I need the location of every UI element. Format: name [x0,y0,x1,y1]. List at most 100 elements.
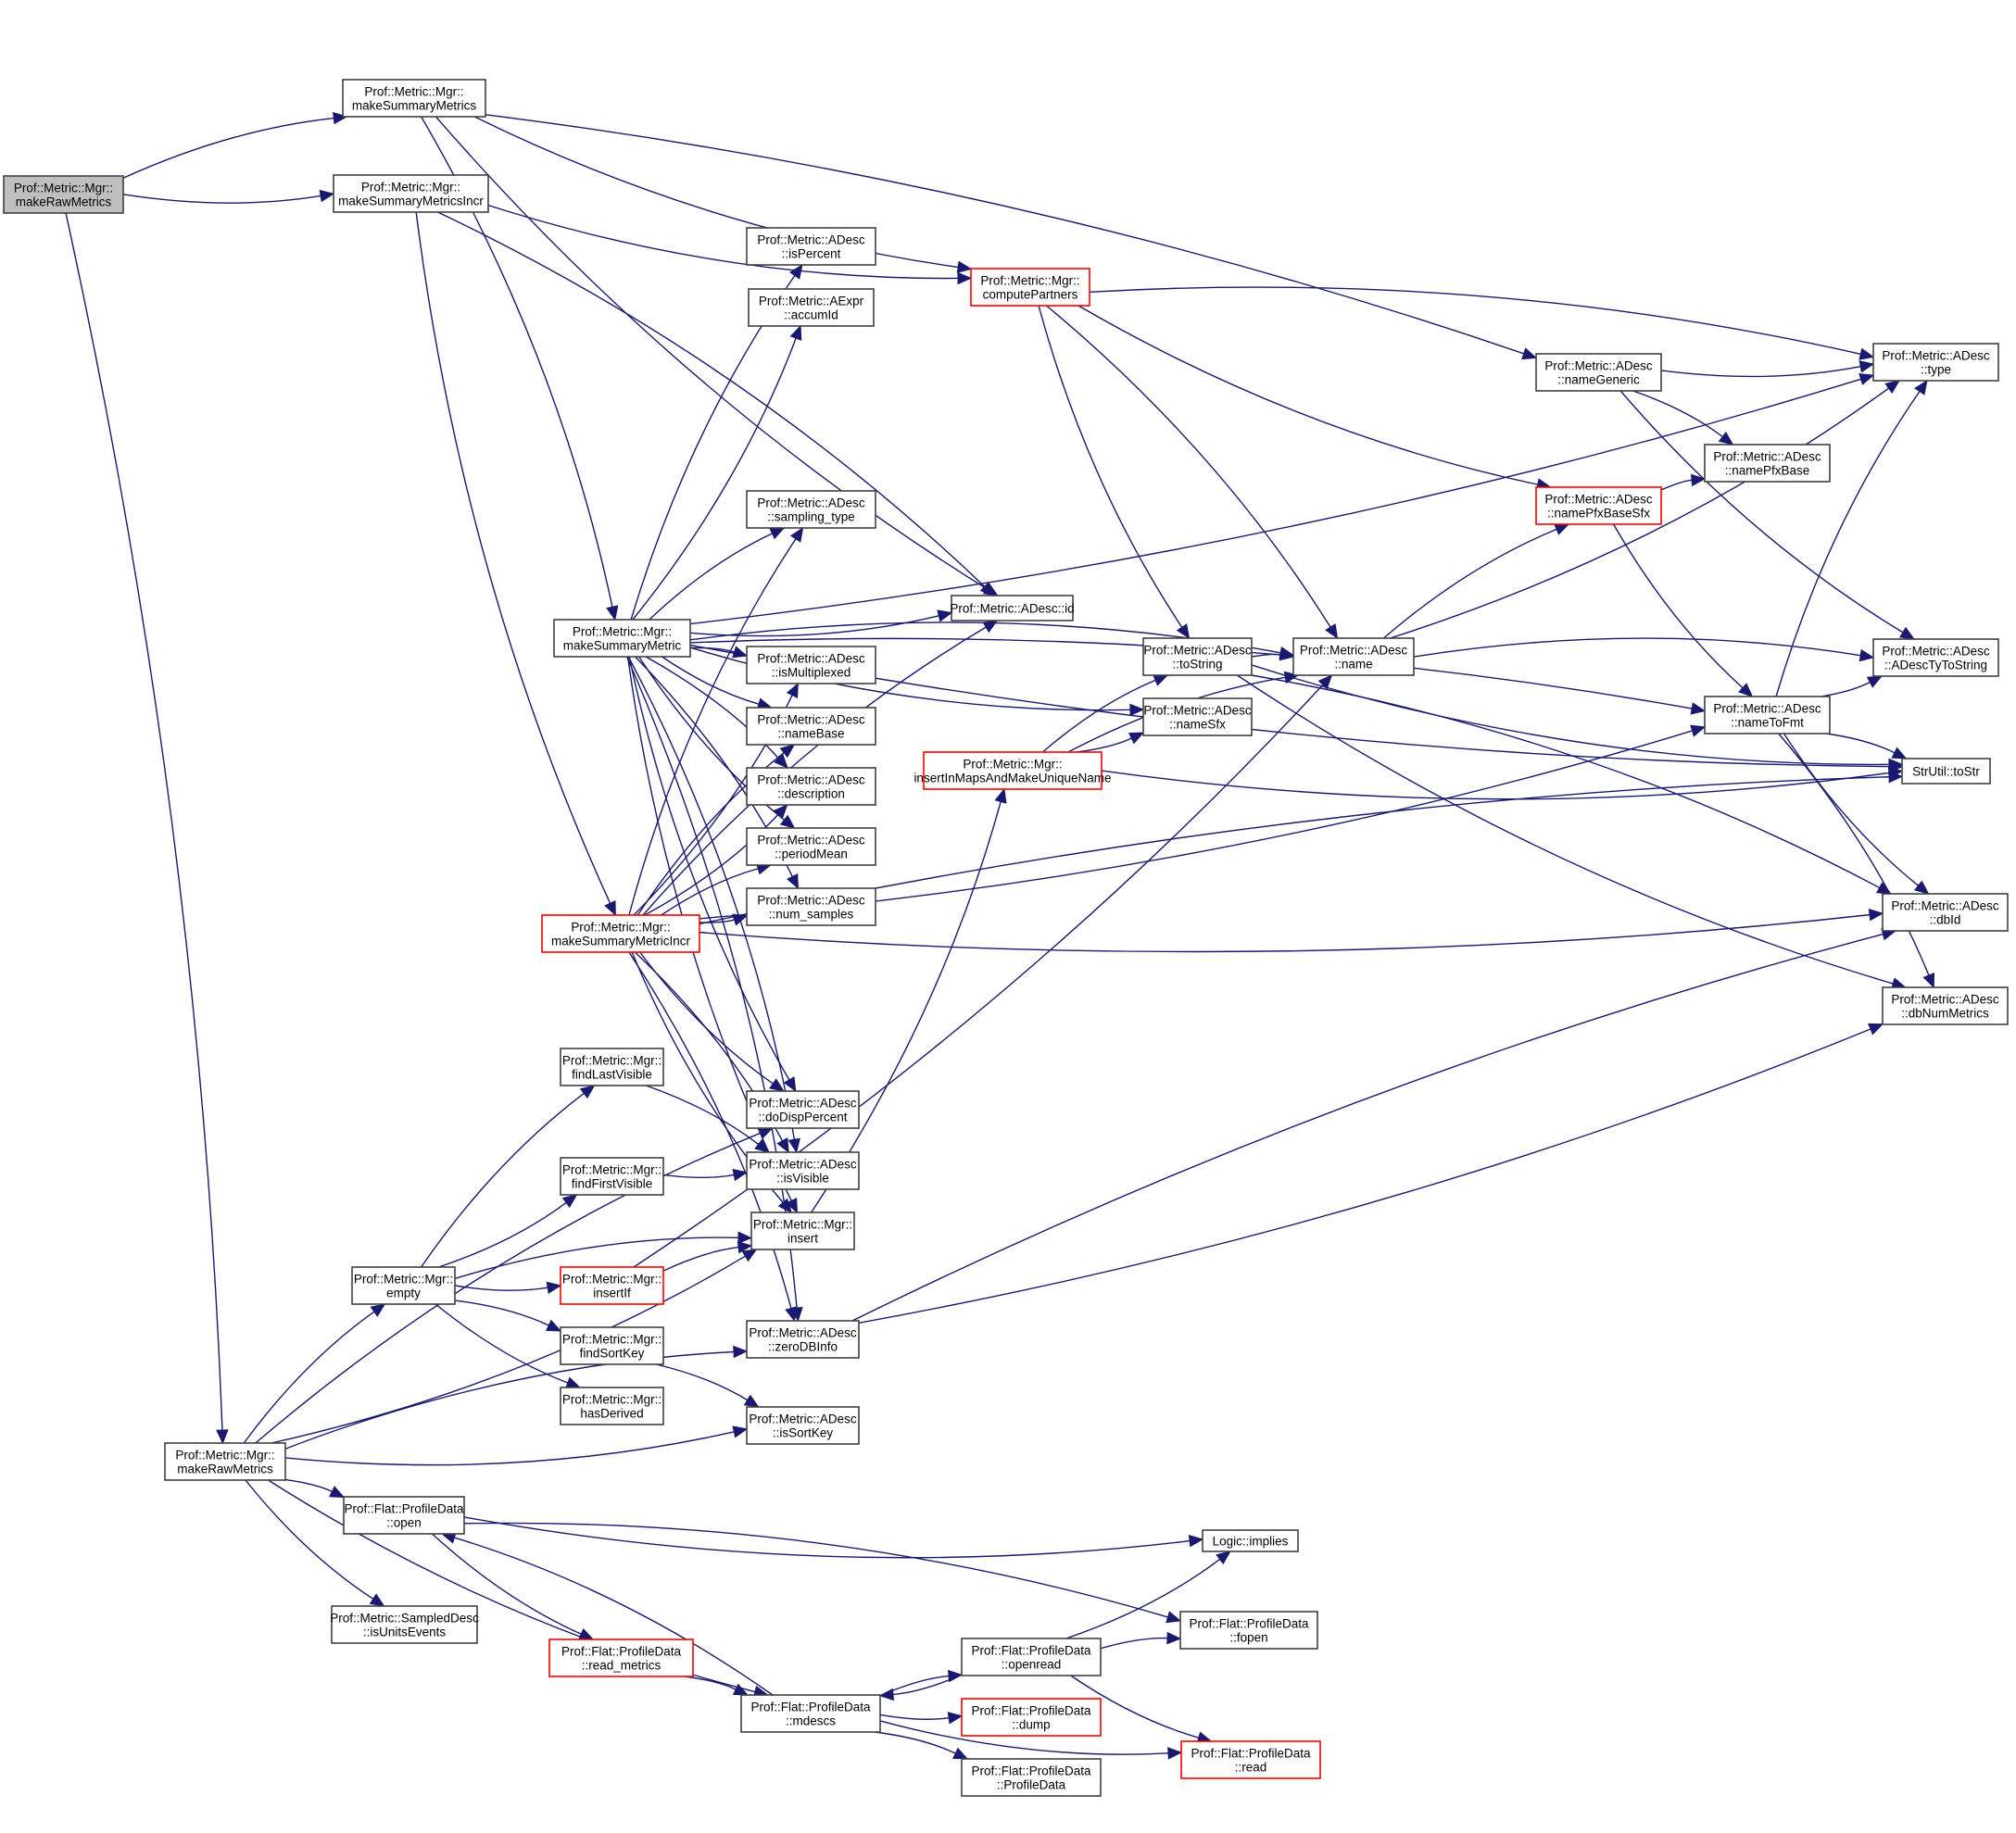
node-box[interactable] [750,1212,855,1250]
node-box[interactable] [1535,353,1662,392]
node-dump[interactable]: Prof::Flat::ProfileData::dump [961,1698,1102,1737]
node-box[interactable] [560,1266,664,1305]
node-box[interactable] [560,1387,664,1425]
node-readMetrics[interactable]: Prof::Flat::ProfileData::read_metrics [548,1638,694,1677]
node-namePfxBase[interactable]: Prof::Metric::ADesc::namePfxBase [1704,444,1831,483]
node-insert[interactable]: Prof::Metric::Mgr::insert [750,1212,855,1250]
node-box[interactable] [746,887,876,926]
node-box[interactable] [1882,893,2009,932]
node-nameGeneric[interactable]: Prof::Metric::ADesc::nameGeneric [1535,353,1662,392]
node-box[interactable] [333,174,489,213]
node-nameToFmt[interactable]: Prof::Metric::ADesc::nameToFmt [1704,696,1831,734]
node-box[interactable] [746,1320,860,1359]
node-insertIf[interactable]: Prof::Metric::Mgr::insertIf [560,1266,664,1305]
node-desc[interactable]: Prof::Metric::ADesc::description [746,767,876,806]
node-box[interactable] [1535,486,1662,525]
node-box[interactable] [746,1151,860,1190]
node-read[interactable]: Prof::Flat::ProfileData::read [1180,1740,1321,1779]
node-doDisp[interactable]: Prof::Metric::ADesc::doDispPercent [746,1090,860,1129]
node-box[interactable] [951,595,1074,621]
node-openread[interactable]: Prof::Flat::ProfileData::openread [961,1638,1102,1676]
node-box[interactable] [923,751,1102,790]
node-box[interactable] [961,1758,1102,1797]
node-isSortKey[interactable]: Prof::Metric::ADesc::isSortKey [746,1406,860,1445]
node-box[interactable] [3,175,124,214]
node-box[interactable] [1704,696,1831,734]
node-nameSfx[interactable]: Prof::Metric::ADesc::nameSfx [1142,697,1253,736]
node-insMaps[interactable]: Prof::Metric::Mgr::insertInMapsAndMakeUn… [914,751,1112,790]
node-namePfxBaseSfx[interactable]: Prof::Metric::ADesc::namePfxBaseSfx [1535,486,1662,525]
node-tyToString[interactable]: Prof::Metric::ADesc::ADescTyToString [1872,638,1999,677]
node-findFirst[interactable]: Prof::Metric::Mgr::findFirstVisible [560,1157,664,1196]
node-zeroDB[interactable]: Prof::Metric::ADesc::zeroDBInfo [746,1320,860,1359]
node-box[interactable] [961,1638,1102,1676]
node-box[interactable] [748,288,875,327]
node-box[interactable] [548,1638,694,1677]
node-box[interactable] [342,79,486,118]
node-box[interactable] [560,1326,664,1365]
node-box[interactable] [1704,444,1831,483]
node-box[interactable] [746,227,876,266]
node-box[interactable] [1202,1529,1299,1552]
node-box[interactable] [1180,1740,1321,1779]
node-dbId[interactable]: Prof::Metric::ADesc::dbId [1882,893,2009,932]
node-box[interactable] [541,914,700,953]
node-isMux[interactable]: Prof::Metric::ADesc::isMultiplexed [746,646,876,684]
node-box[interactable] [746,767,876,806]
node-box[interactable] [553,619,691,658]
node-mSMs[interactable]: Prof::Metric::Mgr::makeSummaryMetrics [342,79,486,118]
node-box[interactable] [961,1698,1102,1737]
node-dbNum[interactable]: Prof::Metric::ADesc::dbNumMetrics [1882,986,2009,1025]
node-sampling[interactable]: Prof::Metric::ADesc::sampling_type [746,490,876,529]
node-numSamples[interactable]: Prof::Metric::ADesc::num_samples [746,887,876,926]
node-mSMI[interactable]: Prof::Metric::Mgr::makeSummaryMetricIncr [541,914,700,953]
node-box[interactable] [560,1157,664,1196]
node-periodMean[interactable]: Prof::Metric::ADesc::periodMean [746,827,876,866]
node-box[interactable] [746,707,876,746]
node-isVisible[interactable]: Prof::Metric::ADesc::isVisible [746,1151,860,1190]
node-empty[interactable]: Prof::Metric::Mgr::empty [351,1266,456,1305]
node-box[interactable] [351,1266,456,1305]
node-mRM2[interactable]: Prof::Metric::Mgr::makeRawMetrics [164,1442,286,1481]
node-isUnits[interactable]: Prof::Metric::SampledDesc::isUnitsEvents [330,1605,479,1644]
node-box[interactable] [746,490,876,529]
node-implies[interactable]: Logic::implies [1202,1529,1299,1552]
node-box[interactable] [970,268,1090,307]
node-box[interactable] [1142,697,1253,736]
node-box[interactable] [1872,638,1999,677]
node-box[interactable] [746,827,876,866]
node-box[interactable] [164,1442,286,1481]
node-mdescs[interactable]: Prof::Flat::ProfileData::mdescs [740,1694,881,1733]
node-open[interactable]: Prof::Flat::ProfileData::open [343,1496,465,1535]
node-box[interactable] [746,1090,860,1129]
node-pdCtor[interactable]: Prof::Flat::ProfileData::ProfileData [961,1758,1102,1797]
node-mSM[interactable]: Prof::Metric::Mgr::makeSummaryMetric [553,619,691,658]
node-mSMsI[interactable]: Prof::Metric::Mgr::makeSummaryMetricsInc… [333,174,489,213]
node-findSort[interactable]: Prof::Metric::Mgr::findSortKey [560,1326,664,1365]
node-box[interactable] [343,1496,465,1535]
node-box[interactable] [1292,637,1415,676]
node-box[interactable] [1179,1611,1318,1650]
node-fopen[interactable]: Prof::Flat::ProfileData::fopen [1179,1611,1318,1650]
node-accumId[interactable]: Prof::Metric::AExpr::accumId [748,288,875,327]
node-box[interactable] [560,1048,664,1086]
node-root[interactable]: Prof::Metric::Mgr::makeRawMetrics [3,175,124,214]
node-box[interactable] [1872,343,1999,382]
node-type[interactable]: Prof::Metric::ADesc::type [1872,343,1999,382]
node-toStr[interactable]: StrUtil::toStr [1901,758,1991,785]
node-isPercent[interactable]: Prof::Metric::ADesc::isPercent [746,227,876,266]
node-box[interactable] [746,1406,860,1445]
node-name[interactable]: Prof::Metric::ADesc::name [1292,637,1415,676]
node-id[interactable]: Prof::Metric::ADesc::id [950,595,1075,621]
node-nameBase[interactable]: Prof::Metric::ADesc::nameBase [746,707,876,746]
node-compute[interactable]: Prof::Metric::Mgr::computePartners [970,268,1090,307]
node-box[interactable] [1882,986,2009,1025]
node-hasDerived[interactable]: Prof::Metric::Mgr::hasDerived [560,1387,664,1425]
node-box[interactable] [1901,758,1991,785]
node-findLast[interactable]: Prof::Metric::Mgr::findLastVisible [560,1048,664,1086]
node-box[interactable] [740,1694,881,1733]
node-box[interactable] [1142,637,1253,676]
node-box[interactable] [746,646,876,684]
node-box[interactable] [331,1605,478,1644]
node-toString[interactable]: Prof::Metric::ADesc::toString [1142,637,1253,676]
